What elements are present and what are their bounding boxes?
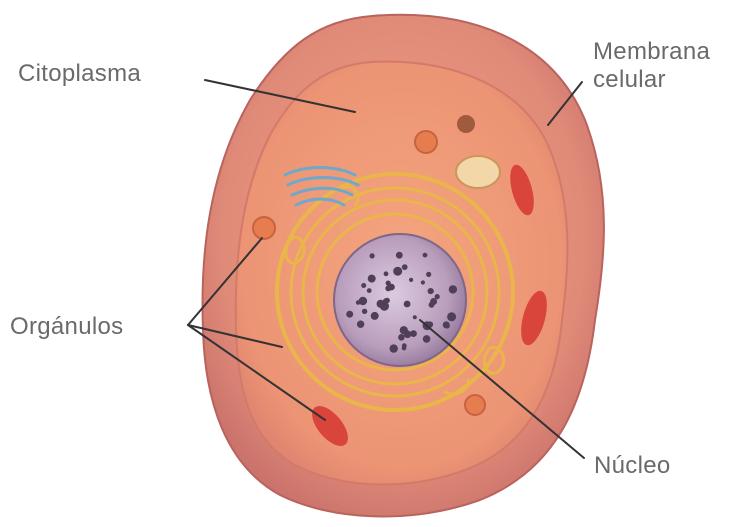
chromatin-dot	[430, 298, 437, 305]
label-membrana-celular: Membrana celular	[593, 38, 710, 93]
chromatin-dot	[385, 285, 391, 291]
organelle-small-2	[457, 115, 475, 133]
chromatin-dot	[371, 312, 379, 320]
chromatin-dot	[404, 301, 411, 308]
chromatin-dot	[359, 297, 367, 305]
chromatin-dot	[445, 323, 450, 328]
chromatin-dot	[367, 288, 372, 293]
chromatin-dot	[393, 267, 402, 276]
chromatin-dot	[398, 334, 405, 341]
label-membrana-line1: Membrana	[593, 38, 710, 66]
chromatin-dot	[383, 298, 389, 304]
chromatin-dot	[386, 281, 391, 286]
label-nucleo: Núcleo	[594, 452, 671, 480]
chromatin-dot	[357, 321, 364, 328]
chromatin-dot	[396, 252, 403, 259]
chromatin-dot	[400, 326, 408, 334]
chromatin-dot	[402, 264, 408, 270]
organelle-small-4	[465, 395, 485, 415]
label-citoplasma: Citoplasma	[18, 60, 141, 88]
chromatin-dot	[384, 271, 389, 276]
chromatin-dot	[361, 283, 366, 288]
chromatin-dot	[447, 312, 456, 321]
chromatin-dot	[426, 272, 431, 277]
chromatin-dot	[368, 275, 376, 283]
chromatin-dot	[423, 335, 431, 343]
label-membrana-line2: celular	[593, 66, 710, 94]
chromatin-dot	[370, 253, 375, 258]
chromatin-dot	[402, 346, 407, 351]
chromatin-dot	[390, 344, 398, 352]
organelle-yellow-vacuole	[456, 156, 500, 188]
chromatin-dot	[362, 309, 367, 314]
organelle-small-3	[253, 217, 275, 239]
chromatin-dot	[409, 278, 413, 282]
chromatin-dot	[449, 285, 457, 293]
chromatin-dot	[428, 288, 434, 294]
organelle-small-1	[415, 131, 437, 153]
chromatin-dot	[435, 294, 440, 299]
chromatin-dot	[421, 280, 425, 284]
label-organulos: Orgánulos	[10, 313, 123, 341]
chromatin-dot	[423, 253, 428, 258]
chromatin-dot	[346, 311, 353, 318]
chromatin-dot	[413, 315, 417, 319]
